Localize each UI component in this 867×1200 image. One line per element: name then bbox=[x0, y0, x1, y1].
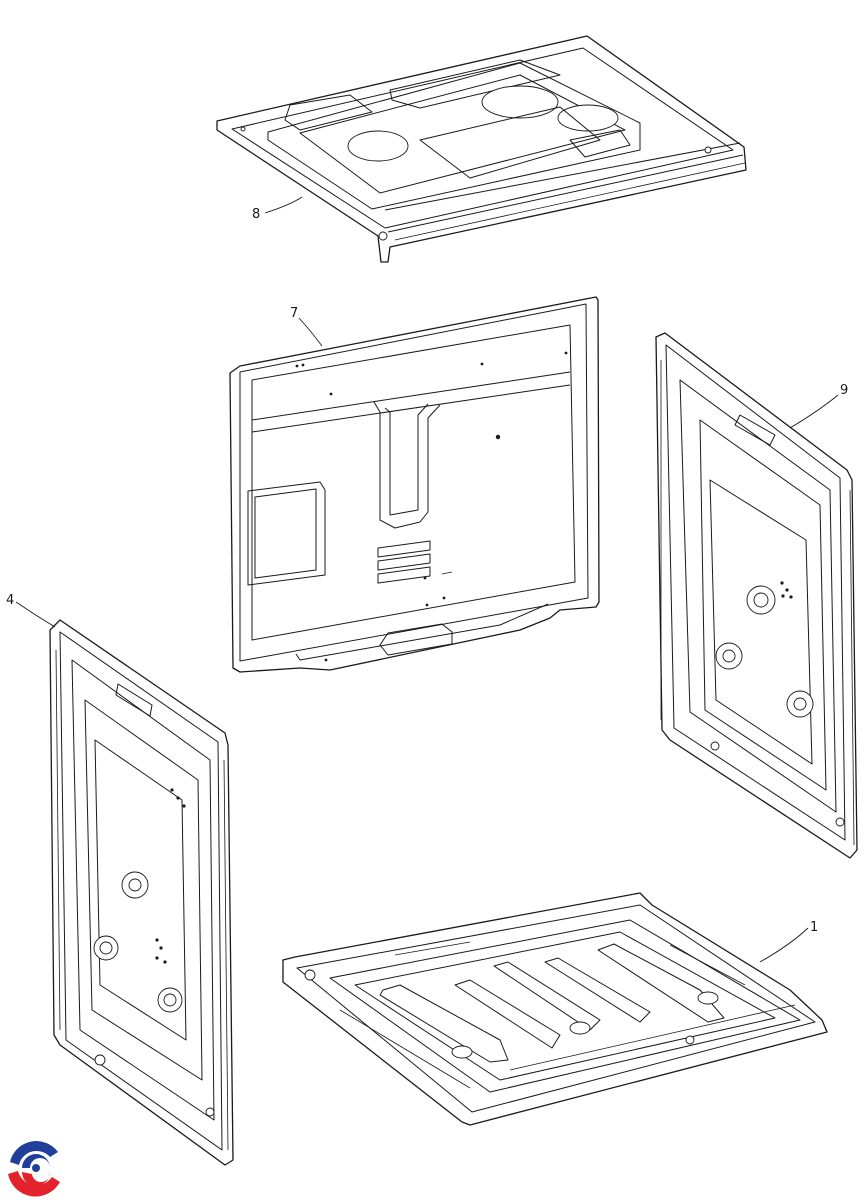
callout-7-label: 7 bbox=[290, 306, 298, 321]
callout-4-label: 4 bbox=[6, 593, 14, 608]
part-7-back-panel bbox=[229, 296, 600, 673]
callout-9: 9 bbox=[789, 383, 848, 429]
brand-swirl-icon bbox=[6, 1138, 66, 1198]
callout-9-label: 9 bbox=[840, 383, 848, 398]
callout-8-label: 8 bbox=[252, 207, 260, 222]
part-1-bottom-panel bbox=[282, 892, 828, 1126]
callout-1: 1 bbox=[759, 920, 818, 963]
callout-8: 8 bbox=[252, 196, 303, 222]
part-4-left-side-panel bbox=[49, 619, 234, 1166]
callout-7: 7 bbox=[290, 306, 323, 347]
callout-1-label: 1 bbox=[810, 920, 818, 935]
part-8-top-panel bbox=[216, 35, 747, 263]
part-9-right-side-panel bbox=[655, 332, 858, 859]
callout-4: 4 bbox=[6, 593, 56, 628]
